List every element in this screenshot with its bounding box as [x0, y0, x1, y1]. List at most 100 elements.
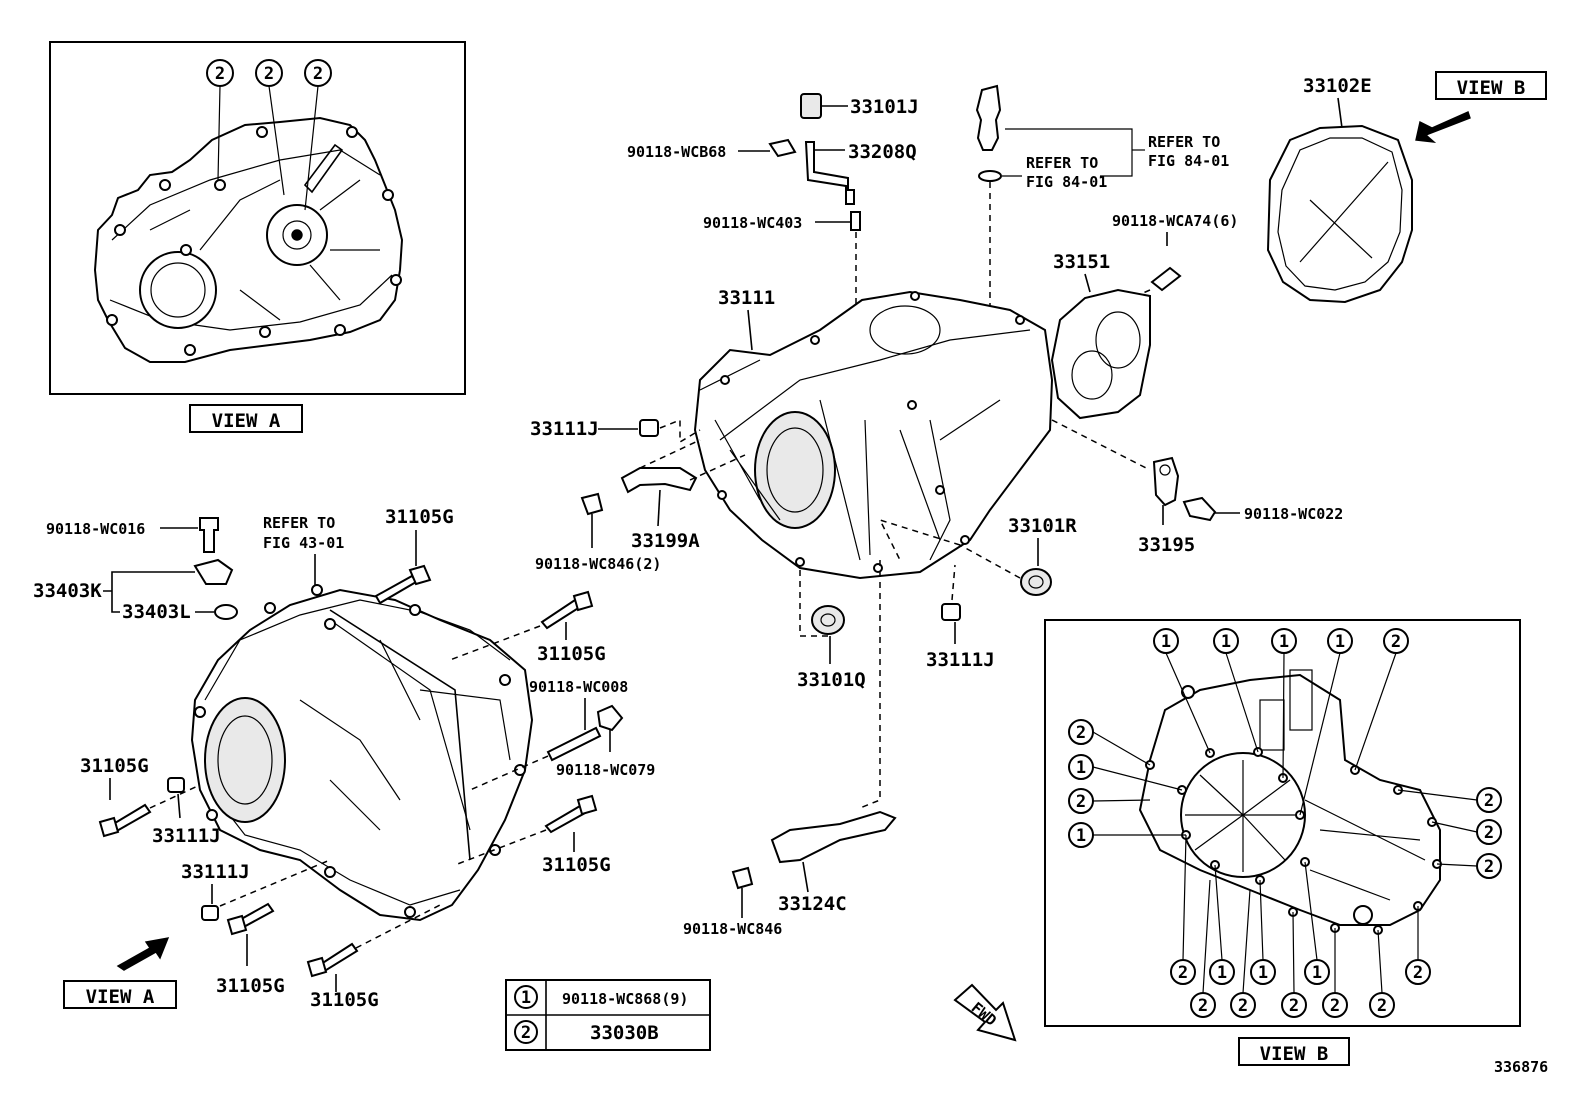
callout-circle-label: 1: [1217, 963, 1227, 983]
main-case-33111: 33111: [693, 287, 1054, 580]
callout-circle-label: 2: [1076, 723, 1086, 743]
view-b-top-label: VIEW B: [1457, 77, 1526, 99]
sensor-parts: REFER TO FIG 84-01 REFER TO FIG 84-01: [975, 84, 1229, 335]
label-90118-WC022: 90118-WC022: [1244, 505, 1343, 523]
label-90118-WC079: 90118-WC079: [556, 761, 655, 779]
housing-bore: [204, 697, 286, 823]
refer-fig84-a-line1: REFER TO: [1148, 133, 1220, 151]
seal-33101Q: 33101Q 33111J: [797, 560, 995, 809]
legend-key-1: 1: [521, 988, 531, 1008]
view-b-bottom-row1: 2 1 1 1 2: [1170, 834, 1431, 985]
view-b-right-callouts: 2 2 2: [1397, 787, 1502, 879]
view-a-frame: [49, 41, 466, 395]
callout-circle-label: 2: [1484, 791, 1494, 811]
label-33101R: 33101R: [1008, 515, 1077, 537]
label-31105G-c: 31105G: [542, 854, 611, 876]
label-33101J: 33101J: [850, 96, 919, 118]
clutch-housing: [190, 588, 534, 922]
label-90118-WC008: 90118-WC008: [529, 678, 628, 696]
view-b-bottom-row2: 2 2 2 2 2: [1190, 879, 1395, 1018]
callout-circle-label: 1: [1258, 963, 1268, 983]
sensor-switch: [975, 84, 1002, 151]
callout-circle-label: 2: [1238, 996, 1248, 1016]
bolt-31105G-c: [544, 804, 587, 834]
fork-body: [620, 467, 698, 494]
label-33111J-a: 33111J: [530, 418, 599, 440]
stud-90118-WC008: [546, 726, 602, 762]
legend-value-2: 33030B: [590, 1022, 659, 1044]
label-90118-WCB68: 90118-WCB68: [627, 143, 726, 161]
view-a-caption-box: [189, 404, 303, 433]
label-33102E: 33102E: [1303, 75, 1372, 97]
dowel-33111J-a: 33111J: [530, 418, 701, 444]
label-90118-WC403: 90118-WC403: [703, 214, 802, 232]
label-33111J-c: 33111J: [152, 825, 221, 847]
washer-33403L: [214, 604, 238, 620]
bracket-33195: 33195 90118-WC022: [1051, 419, 1343, 556]
refer-fig84-a-line2: FIG 84-01: [1148, 152, 1229, 170]
callout-circle-label: 1: [1161, 632, 1171, 652]
callout-circle-label: 1: [1076, 826, 1086, 846]
case-body: [693, 290, 1054, 580]
label-33111J-d: 33111J: [181, 861, 250, 883]
label-33208Q: 33208Q: [848, 141, 917, 163]
bolt-90118-WC846-2: [580, 492, 604, 516]
union-90118-WC403: [850, 211, 861, 231]
callout-circle-label: 1: [1279, 632, 1289, 652]
view-b-frame: [1044, 619, 1521, 1027]
dowel-pin: [639, 419, 659, 437]
view-a-inset: 2 2 2 VIEW A: [49, 41, 466, 433]
callout-circle-label: 2: [1484, 857, 1494, 877]
bolt-90118-WC016: [199, 517, 219, 553]
label-33195: 33195: [1138, 534, 1195, 556]
breather-tube-33208Q: [804, 141, 855, 205]
view-a-bottom-label: VIEW A: [86, 986, 155, 1008]
label-31105G-d: 31105G: [80, 755, 149, 777]
bolt-90118-WCA74: [1150, 266, 1182, 292]
label-90118-WC846-2: 90118-WC846(2): [535, 555, 661, 573]
label-31105G-e: 31105G: [216, 975, 285, 997]
label-33111J-b: 33111J: [926, 649, 995, 671]
callout-circle-label: 1: [1312, 963, 1322, 983]
callout-circle-label: 2: [1178, 963, 1188, 983]
bolt-90118-WC022: [1182, 496, 1217, 522]
view-b-arrow: [1415, 111, 1471, 143]
refer-fig84-b-line2: FIG 84-01: [1026, 173, 1107, 191]
view-a-arrow: [116, 937, 170, 971]
fork-33199A: 33199A 90118-WC846(2): [535, 439, 746, 573]
plate-33151-group: 90118-WCA74(6) 33151: [1050, 212, 1238, 420]
label-33403K: 33403K: [33, 580, 102, 602]
dowel-33111J-b: [941, 603, 961, 621]
bolt-31105G-a: [374, 574, 418, 605]
view-a-housing: [93, 116, 404, 363]
callout-circle-label: 1: [1221, 632, 1231, 652]
view-b-top-callouts: 1 1 1 1 2: [1153, 628, 1409, 816]
fwd-arrow-shape: [953, 983, 1017, 1042]
callout-circle-label: 2: [1076, 792, 1086, 812]
bolt-90118-WC846: [731, 866, 754, 890]
view-b-bottom-box: [1238, 1037, 1350, 1066]
legend-key-2: 2: [521, 1023, 531, 1043]
view-b-left-callouts: 2 1 2 1: [1068, 719, 1186, 848]
clutch-housing-group: 90118-WC016 REFER TO FIG 43-01 33403K 33…: [33, 506, 655, 1011]
view-b-bottom-label: VIEW B: [1260, 1043, 1329, 1065]
label-90118-WC846: 90118-WC846: [683, 920, 782, 938]
callout-circle-label: 1: [1335, 632, 1345, 652]
label-33403L: 33403L: [122, 601, 191, 623]
callout-circle-label: 2: [1484, 823, 1494, 843]
label-33111: 33111: [718, 287, 775, 309]
dowel-33111J-d: [201, 905, 219, 921]
view-a-lever: [303, 143, 344, 194]
plate-33403K: [193, 558, 234, 585]
sensor-gasket: [978, 170, 1002, 182]
nut-90118-WC079: [596, 704, 624, 732]
label-31105G-f: 31105G: [310, 989, 379, 1011]
label-31105G-a: 31105G: [385, 506, 454, 528]
view-b-top-box: [1435, 71, 1547, 100]
callout-circle-label: 2: [264, 64, 274, 84]
breather-cap-33101J: [800, 93, 822, 119]
callout-circle-label: 2: [1198, 996, 1208, 1016]
bolt-31105G-b: [540, 598, 582, 630]
legend-table: 1 90118-WC868(9) 2 33030B: [505, 979, 711, 1051]
